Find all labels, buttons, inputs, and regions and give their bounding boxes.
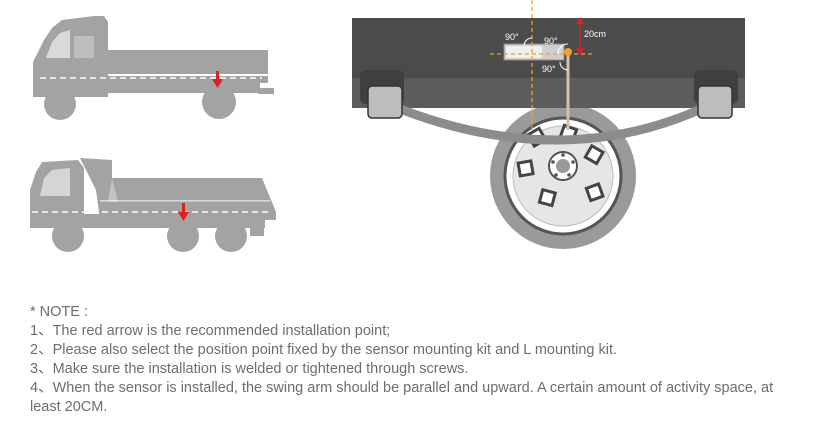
rear-wheel [215,220,247,252]
right-bracket [697,85,733,119]
rear-wheel [202,85,236,119]
red-arrow-icon [212,71,223,88]
note-item: 3、Make sure the installation is welded o… [30,361,469,377]
front-wheel [44,88,76,120]
height-label: 20cm [584,29,606,39]
flatbed-details [46,30,268,76]
dump-details [40,168,270,202]
note-item: 4、When the sensor is installed, the swin… [30,380,774,415]
angle-label: 90° [544,36,558,46]
note-block: * NOTE : 1、The red arrow is the recommen… [30,303,800,417]
note-title: * NOTE : [30,304,89,320]
axle-detail: 90° 90° 90° 20cm [352,0,745,249]
angle-label: 90° [542,64,556,74]
angle-label: 90° [505,32,519,42]
installation-diagram: 90° 90° 90° 20cm [30,0,745,252]
left-bracket [367,85,403,119]
middle-wheel [167,220,199,252]
dump-truck [30,158,276,252]
red-arrow-icon [178,203,189,221]
note-item: 1、The red arrow is the recommended insta… [30,323,391,339]
pivot-point [564,48,572,56]
front-wheel [52,220,84,252]
leaf-spring [376,95,723,145]
axle-beam [352,78,745,108]
note-item: 2、Please also select the position point … [30,342,618,358]
